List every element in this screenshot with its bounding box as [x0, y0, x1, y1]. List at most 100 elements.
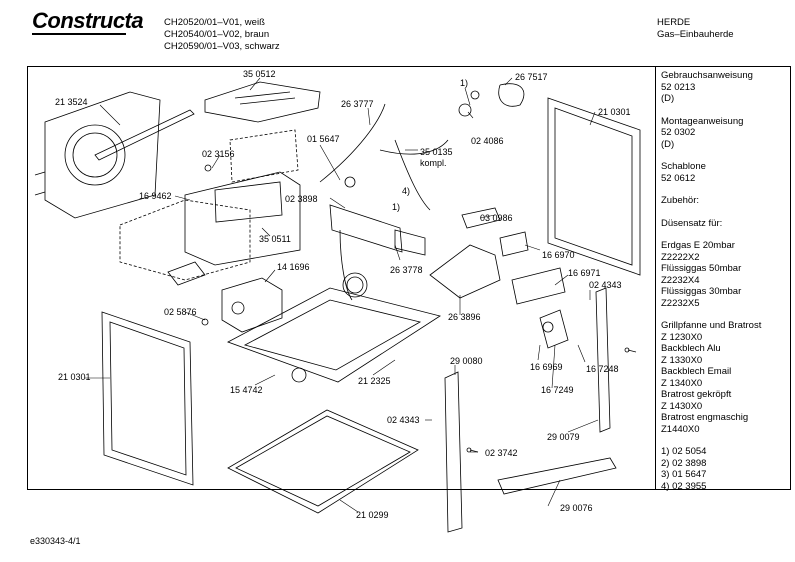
part-label: 29 0076 [560, 503, 593, 513]
document-id: e330343-4/1 [30, 536, 81, 546]
accessory-line: Bratrost gekröpft [661, 389, 732, 400]
part-label: 26 3777 [341, 99, 374, 109]
footnote-line: 4) 02 3955 [661, 480, 707, 492]
screw-part [201, 164, 637, 453]
mount-bracket-part [429, 244, 501, 299]
part-label: 21 0301 [58, 372, 91, 382]
ignition-module-part [461, 207, 501, 229]
part-label: 26 3896 [448, 312, 481, 322]
sidebar-info: Gebrauchsanweisung 52 0213 (D) Montagean… [661, 70, 761, 492]
part-label: 21 0299 [356, 510, 389, 520]
model-line: CH20520/01–V01, weiß [164, 17, 265, 28]
category-line: HERDE [657, 17, 691, 28]
part-label: 16 9462 [139, 191, 172, 201]
sidebar-divider [655, 66, 656, 490]
part-label: 14 1696 [277, 262, 310, 272]
part-label: 16 6970 [542, 250, 575, 260]
part-label: 03 0986 [480, 213, 513, 223]
part-label: 02 5876 [164, 307, 197, 317]
part-label: 29 0079 [547, 432, 580, 442]
rail-part [94, 109, 195, 161]
part-label: kompl. [420, 158, 447, 168]
accessories-heading: Zubehör: [661, 195, 700, 206]
category-line: Gas–Einbauherde [657, 29, 734, 40]
side-shield-part [119, 129, 301, 281]
model-line: CH20590/01–V03, schwarz [164, 41, 280, 52]
doc-line: 52 0612 [661, 172, 696, 184]
accessory-line: Z 1230X0 [661, 331, 703, 343]
gas-line: Flüssiggas 30mbar [661, 286, 742, 297]
accessory-line: Backblech Alu [661, 343, 721, 354]
gas-line: Z2232X4 [661, 274, 700, 286]
part-label: 21 2325 [358, 376, 391, 386]
footnote-line: 2) 02 3898 [661, 457, 707, 469]
right-panel-part [547, 97, 641, 276]
part-label: 1) [392, 202, 401, 212]
leader-lines [85, 77, 599, 513]
doc-line: 52 0213 [661, 81, 696, 93]
part-label: 26 3778 [390, 265, 423, 275]
doc-line: Gebrauchsanweisung [661, 70, 753, 81]
part-label: 35 0135 [420, 147, 453, 157]
part-label: 4) [402, 186, 411, 196]
gas-line: Erdgas E 20mbar [661, 240, 735, 251]
doc-line: (D) [661, 138, 675, 150]
gas-pipe-part [319, 83, 525, 301]
accessory-line: Z1440X0 [661, 423, 700, 435]
drawing-frame [27, 66, 791, 490]
part-label: 02 4343 [589, 280, 622, 290]
sensor-part [511, 267, 569, 349]
accessory-line: Bratrost engmaschig [661, 412, 749, 423]
gas-line: Z2222X2 [661, 251, 700, 263]
category-block: HERDE Gas–Einbauherde [657, 17, 734, 41]
logo-underline [32, 33, 126, 35]
footnote-line: 1) 02 5054 [661, 446, 707, 457]
gas-line: Flüssiggas 50mbar [661, 263, 742, 274]
doc-line: (D) [661, 93, 675, 104]
gas-line: Z2232X5 [661, 297, 700, 309]
doc-line: Schablone [661, 161, 706, 172]
valve-part [329, 176, 426, 256]
part-label: 16 7249 [541, 385, 574, 395]
accessory-line: Backblech Email [661, 366, 732, 377]
footnote-line: 3) 01 5647 [661, 469, 707, 480]
part-label: 21 0301 [598, 107, 631, 117]
accessory-line: Z 1330X0 [661, 354, 703, 366]
accessory-line: Grillpfanne und Bratrost [661, 320, 762, 331]
rear-panel-part [34, 91, 161, 219]
part-label: 16 6971 [568, 268, 601, 278]
part-label: 16 6969 [530, 362, 563, 372]
bracket-part [167, 261, 206, 286]
door-rail-right-part [595, 287, 611, 433]
part-label: 02 3156 [202, 149, 235, 159]
doc-line: Montageanweisung [661, 115, 744, 127]
part-label: 35 0512 [243, 69, 276, 79]
part-label: 01 5647 [307, 134, 340, 144]
doc-line: 52 0302 [661, 127, 696, 138]
part-label: 21 3524 [55, 97, 88, 107]
accessory-line: Z 1340X0 [661, 377, 703, 389]
door-rail-left-part [444, 371, 463, 533]
part-label: 02 4343 [387, 415, 420, 425]
part-label: 35 0511 [259, 234, 291, 244]
nozzle-heading: Düsensatz für: [661, 217, 723, 229]
part-label: 02 3898 [285, 194, 318, 204]
brand-logo: Constructa [32, 8, 144, 33]
accessory-line: Z 1430X0 [661, 400, 703, 412]
part-label: 1) [460, 78, 469, 88]
model-list: CH20520/01–V01, weiß CH20540/01–V02, bra… [164, 17, 280, 53]
part-label: 16 7248 [586, 364, 619, 374]
part-label: 02 4086 [471, 136, 504, 146]
model-line: CH20540/01–V02, braun [164, 29, 270, 40]
oven-floor-part [227, 287, 441, 383]
part-label: 29 0080 [450, 356, 483, 366]
left-panel-part [101, 311, 194, 486]
top-cover-part [204, 81, 321, 123]
part-label: 02 3742 [485, 448, 518, 458]
part-label: 15 4742 [230, 385, 263, 395]
connector-part [499, 231, 529, 257]
part-label: 26 7517 [515, 72, 548, 82]
motor-part [221, 277, 283, 333]
handle-part [497, 457, 617, 495]
